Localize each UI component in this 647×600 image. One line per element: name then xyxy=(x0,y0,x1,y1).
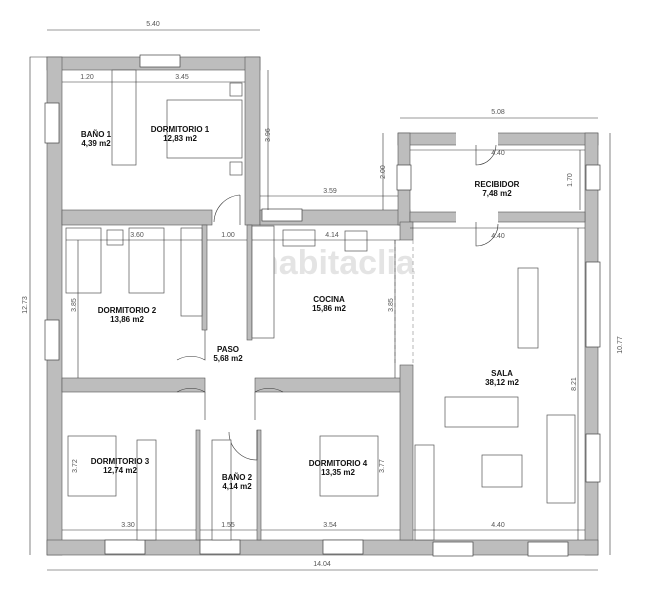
room-bano1-area: 4,39 m2 xyxy=(81,139,111,148)
watermark: habitaclia xyxy=(258,244,416,282)
svg-text:3.30: 3.30 xyxy=(121,522,135,529)
dimension-lines xyxy=(29,29,611,571)
room-cocina-area: 15,86 m2 xyxy=(312,304,346,313)
svg-text:1.20: 1.20 xyxy=(80,74,94,81)
svg-text:3.45: 3.45 xyxy=(175,74,189,81)
room-dormitorio1-area: 12,83 m2 xyxy=(163,134,197,143)
room-bano1-name: BAÑO 1 xyxy=(81,130,112,139)
room-bano2-name: BAÑO 2 xyxy=(222,473,253,482)
svg-text:3.96: 3.96 xyxy=(265,128,272,142)
dimension-labels: 5.40 1.20 3.45 3.96 5.08 2.00 3.59 4.40 … xyxy=(22,21,624,568)
svg-text:10.77: 10.77 xyxy=(617,336,624,354)
room-bano2-area: 4,14 m2 xyxy=(222,482,252,491)
svg-text:5.40: 5.40 xyxy=(146,21,160,28)
svg-text:3.85: 3.85 xyxy=(71,298,78,312)
room-dormitorio2-name: DORMITORIO 2 xyxy=(98,306,157,315)
svg-text:4.40: 4.40 xyxy=(491,150,505,157)
svg-text:4.40: 4.40 xyxy=(491,233,505,240)
room-recibidor-area: 7,48 m2 xyxy=(482,189,512,198)
svg-text:12.73: 12.73 xyxy=(22,296,29,314)
svg-text:5.08: 5.08 xyxy=(491,109,505,116)
svg-text:3.77: 3.77 xyxy=(379,459,386,473)
svg-text:3.72: 3.72 xyxy=(72,459,79,473)
svg-text:1.00: 1.00 xyxy=(221,232,235,239)
svg-text:3.85: 3.85 xyxy=(388,298,395,312)
room-labels: BAÑO 1 4,39 m2 DORMITORIO 1 12,83 m2 REC… xyxy=(81,125,520,491)
room-sala-area: 38,12 m2 xyxy=(485,378,519,387)
doors xyxy=(176,130,499,461)
svg-text:4.40: 4.40 xyxy=(491,522,505,529)
svg-text:3.54: 3.54 xyxy=(323,522,337,529)
room-dormitorio2-area: 13,86 m2 xyxy=(110,315,144,324)
room-dormitorio1-name: DORMITORIO 1 xyxy=(151,125,210,134)
room-dormitorio3-area: 12,74 m2 xyxy=(103,466,137,475)
svg-text:1.55: 1.55 xyxy=(221,522,235,529)
room-sala-name: SALA xyxy=(491,369,513,378)
svg-text:2.00: 2.00 xyxy=(380,165,387,179)
svg-text:3.59: 3.59 xyxy=(323,188,337,195)
windows xyxy=(44,54,601,557)
svg-text:8.21: 8.21 xyxy=(571,377,578,391)
room-recibidor-name: RECIBIDOR xyxy=(475,180,520,189)
svg-text:3.60: 3.60 xyxy=(130,232,144,239)
room-dormitorio3-name: DORMITORIO 3 xyxy=(91,457,150,466)
room-cocina-name: COCINA xyxy=(313,295,345,304)
svg-text:4.14: 4.14 xyxy=(325,232,339,239)
svg-text:1.70: 1.70 xyxy=(567,173,574,187)
furniture xyxy=(65,69,576,541)
room-dormitorio4-area: 13,35 m2 xyxy=(321,468,355,477)
room-paso-name: PASO xyxy=(217,345,239,354)
room-dormitorio4-name: DORMITORIO 4 xyxy=(309,459,368,468)
room-paso-area: 5,68 m2 xyxy=(213,354,243,363)
svg-text:14.04: 14.04 xyxy=(313,561,331,568)
